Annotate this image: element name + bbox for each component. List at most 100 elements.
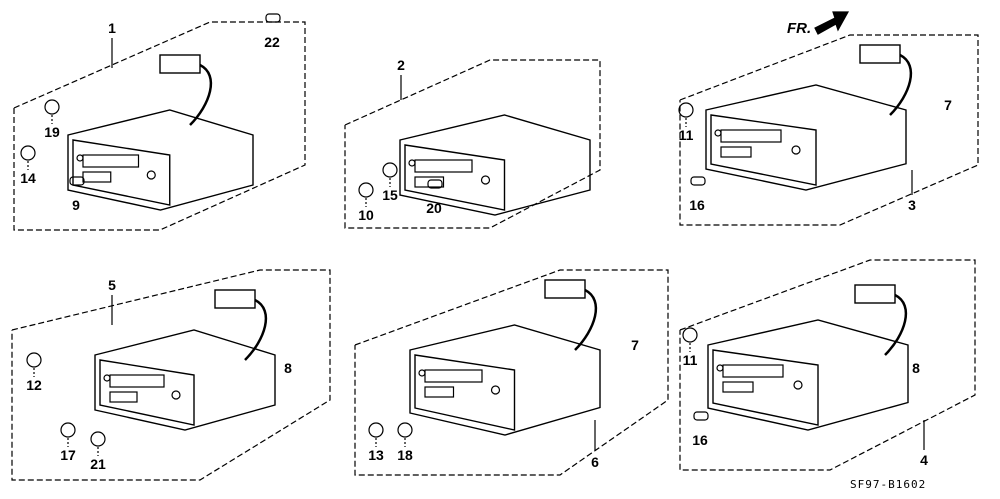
knob-part [358, 182, 374, 198]
assembly-panel-4 [679, 259, 976, 471]
knob-part [368, 422, 384, 438]
panel-outline [13, 21, 306, 231]
harness-connector [859, 44, 901, 64]
wire-harness [189, 63, 213, 126]
cassette-slot [82, 154, 140, 168]
radio-unit-body [409, 324, 601, 436]
bushing-part [265, 13, 281, 23]
control-knob [791, 145, 801, 155]
panel-outline [11, 269, 331, 481]
cassette-slot [424, 369, 483, 383]
cassette-slot [109, 374, 165, 388]
control-knob [490, 385, 501, 395]
control-knob [103, 374, 111, 382]
knob-part [397, 422, 413, 438]
knob-part [26, 352, 42, 368]
display-window [414, 176, 445, 188]
knob-part [44, 99, 60, 115]
part-number-label: 11 [682, 352, 698, 368]
radio-unit-body [399, 114, 591, 216]
part-number-label: 8 [284, 360, 292, 376]
wire-harness [889, 53, 913, 116]
part-number-label: 15 [382, 187, 398, 203]
radio-unit-body [94, 329, 276, 431]
part-number-label: 7 [631, 337, 639, 353]
control-knob [716, 364, 724, 372]
bushing-part [69, 176, 85, 186]
panel-outline [344, 59, 601, 229]
part-number-label: 9 [72, 197, 80, 213]
part-number-label: 18 [397, 447, 413, 463]
radio-unit-body [707, 319, 909, 431]
harness-connector [159, 54, 201, 74]
control-knob [76, 154, 84, 162]
cassette-slot [720, 129, 782, 143]
harness-connector [544, 279, 586, 299]
control-knob [146, 170, 156, 180]
diagram-code: SF97-B1602 [850, 478, 927, 491]
display-window [109, 391, 138, 403]
part-number-label: 21 [90, 456, 106, 472]
part-number-label: 16 [689, 197, 705, 213]
part-number-label: 17 [60, 447, 76, 463]
cassette-slot [414, 159, 473, 173]
part-number-label: 22 [264, 34, 280, 50]
assembly-panel-6 [354, 269, 669, 476]
radio-faceplate [72, 139, 171, 206]
bushing-part [693, 411, 709, 421]
control-knob [408, 159, 416, 167]
cassette-slot [722, 364, 784, 378]
control-knob [714, 129, 722, 137]
bushing-part [690, 176, 706, 186]
knob-part [90, 431, 106, 447]
assembly-panel-5 [11, 269, 331, 481]
part-number-label: 11 [678, 127, 694, 143]
part-number-label: 10 [358, 207, 374, 223]
knob-part [678, 102, 694, 118]
part-number-label: 20 [426, 200, 442, 216]
harness-connector [854, 284, 896, 304]
wire-harness [574, 288, 598, 351]
assembly-number: 2 [397, 57, 405, 73]
radio-unit-body [705, 84, 907, 191]
assembly-panel-2 [344, 59, 601, 229]
display-window [722, 381, 754, 393]
knob-part [20, 145, 36, 161]
panel-outline [354, 269, 669, 476]
panel-outline [679, 259, 976, 471]
panel-outline [679, 34, 979, 226]
display-window [82, 171, 112, 183]
radio-faceplate [414, 354, 516, 431]
assembly-panel-1 [13, 13, 306, 231]
assembly-panel-3 [678, 34, 979, 226]
wire-harness [244, 298, 268, 361]
display-window [720, 146, 752, 158]
control-knob [793, 380, 803, 390]
radio-faceplate [710, 114, 817, 186]
harness-connector [214, 289, 256, 309]
knob-part [60, 422, 76, 438]
arrow-right-icon [814, 11, 850, 35]
part-number-label: 7 [944, 97, 952, 113]
control-knob [171, 390, 181, 400]
part-number-label: 14 [20, 170, 36, 186]
assembly-number: 3 [908, 197, 916, 213]
radio-faceplate [404, 144, 506, 211]
bushing-part [427, 179, 443, 189]
assembly-number: 4 [920, 452, 928, 468]
control-knob [480, 175, 491, 185]
display-window [424, 386, 455, 398]
knob-part [382, 162, 398, 178]
assembly-number: 5 [108, 277, 116, 293]
radio-faceplate [712, 349, 819, 426]
part-number-label: 13 [368, 447, 384, 463]
part-number-label: 12 [26, 377, 42, 393]
front-direction-label: FR. [787, 20, 812, 37]
part-number-label: 16 [692, 432, 708, 448]
part-number-label: 19 [44, 124, 60, 140]
radio-faceplate [99, 359, 195, 426]
radio-unit-body [67, 109, 254, 211]
control-knob [418, 369, 426, 377]
